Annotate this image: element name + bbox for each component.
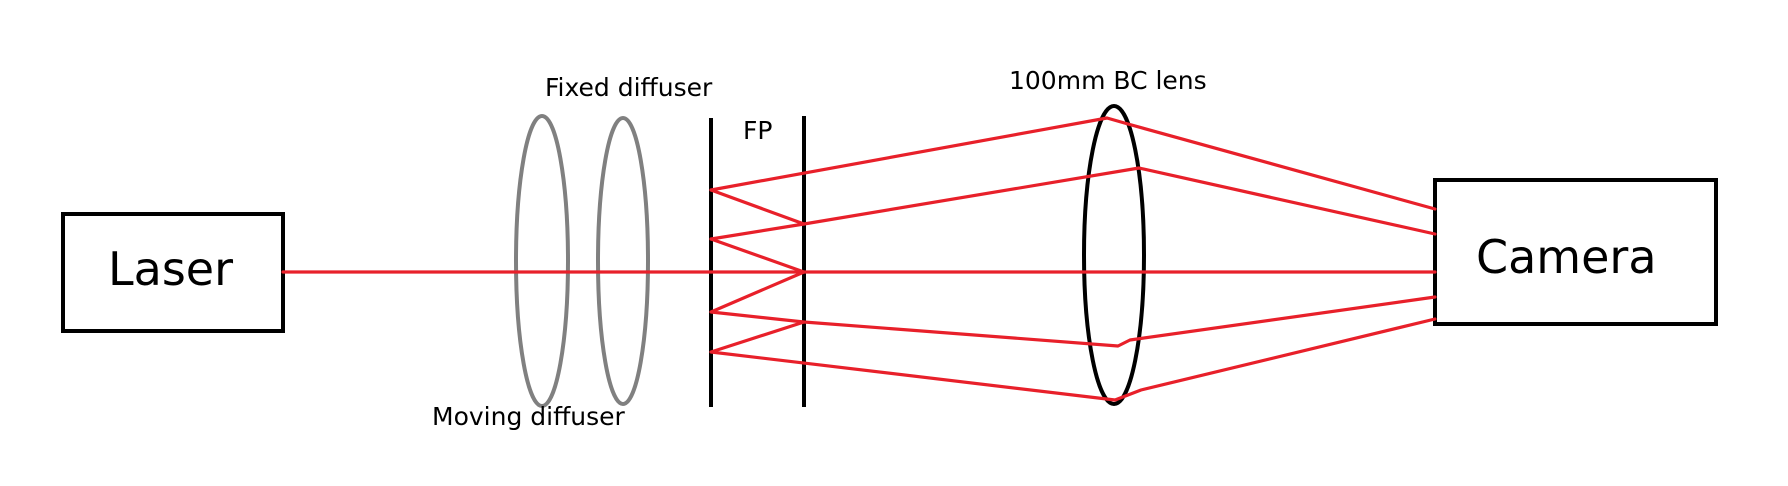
- laser-label: Laser: [108, 242, 233, 296]
- camera-label: Camera: [1476, 230, 1657, 284]
- moving-diffuser-label: Moving diffuser: [432, 402, 626, 431]
- moving-diffuser: [514, 114, 570, 408]
- fixed-diffuser: [596, 116, 650, 406]
- fixed-diffuser-label: Fixed diffuser: [545, 73, 713, 102]
- beam-path-1: [709, 116, 1437, 211]
- beam-path-5: [709, 317, 1437, 402]
- camera-box: [1433, 178, 1718, 326]
- beam-path-4: [709, 237, 1437, 348]
- beam-path-2: [709, 166, 1437, 236]
- bc-lens: [1082, 104, 1146, 406]
- beam-path-3: [709, 222, 806, 241]
- fp-label: FP: [743, 116, 772, 145]
- laser-beams: [281, 116, 1437, 402]
- lens-label: 100mm BC lens: [1009, 66, 1207, 95]
